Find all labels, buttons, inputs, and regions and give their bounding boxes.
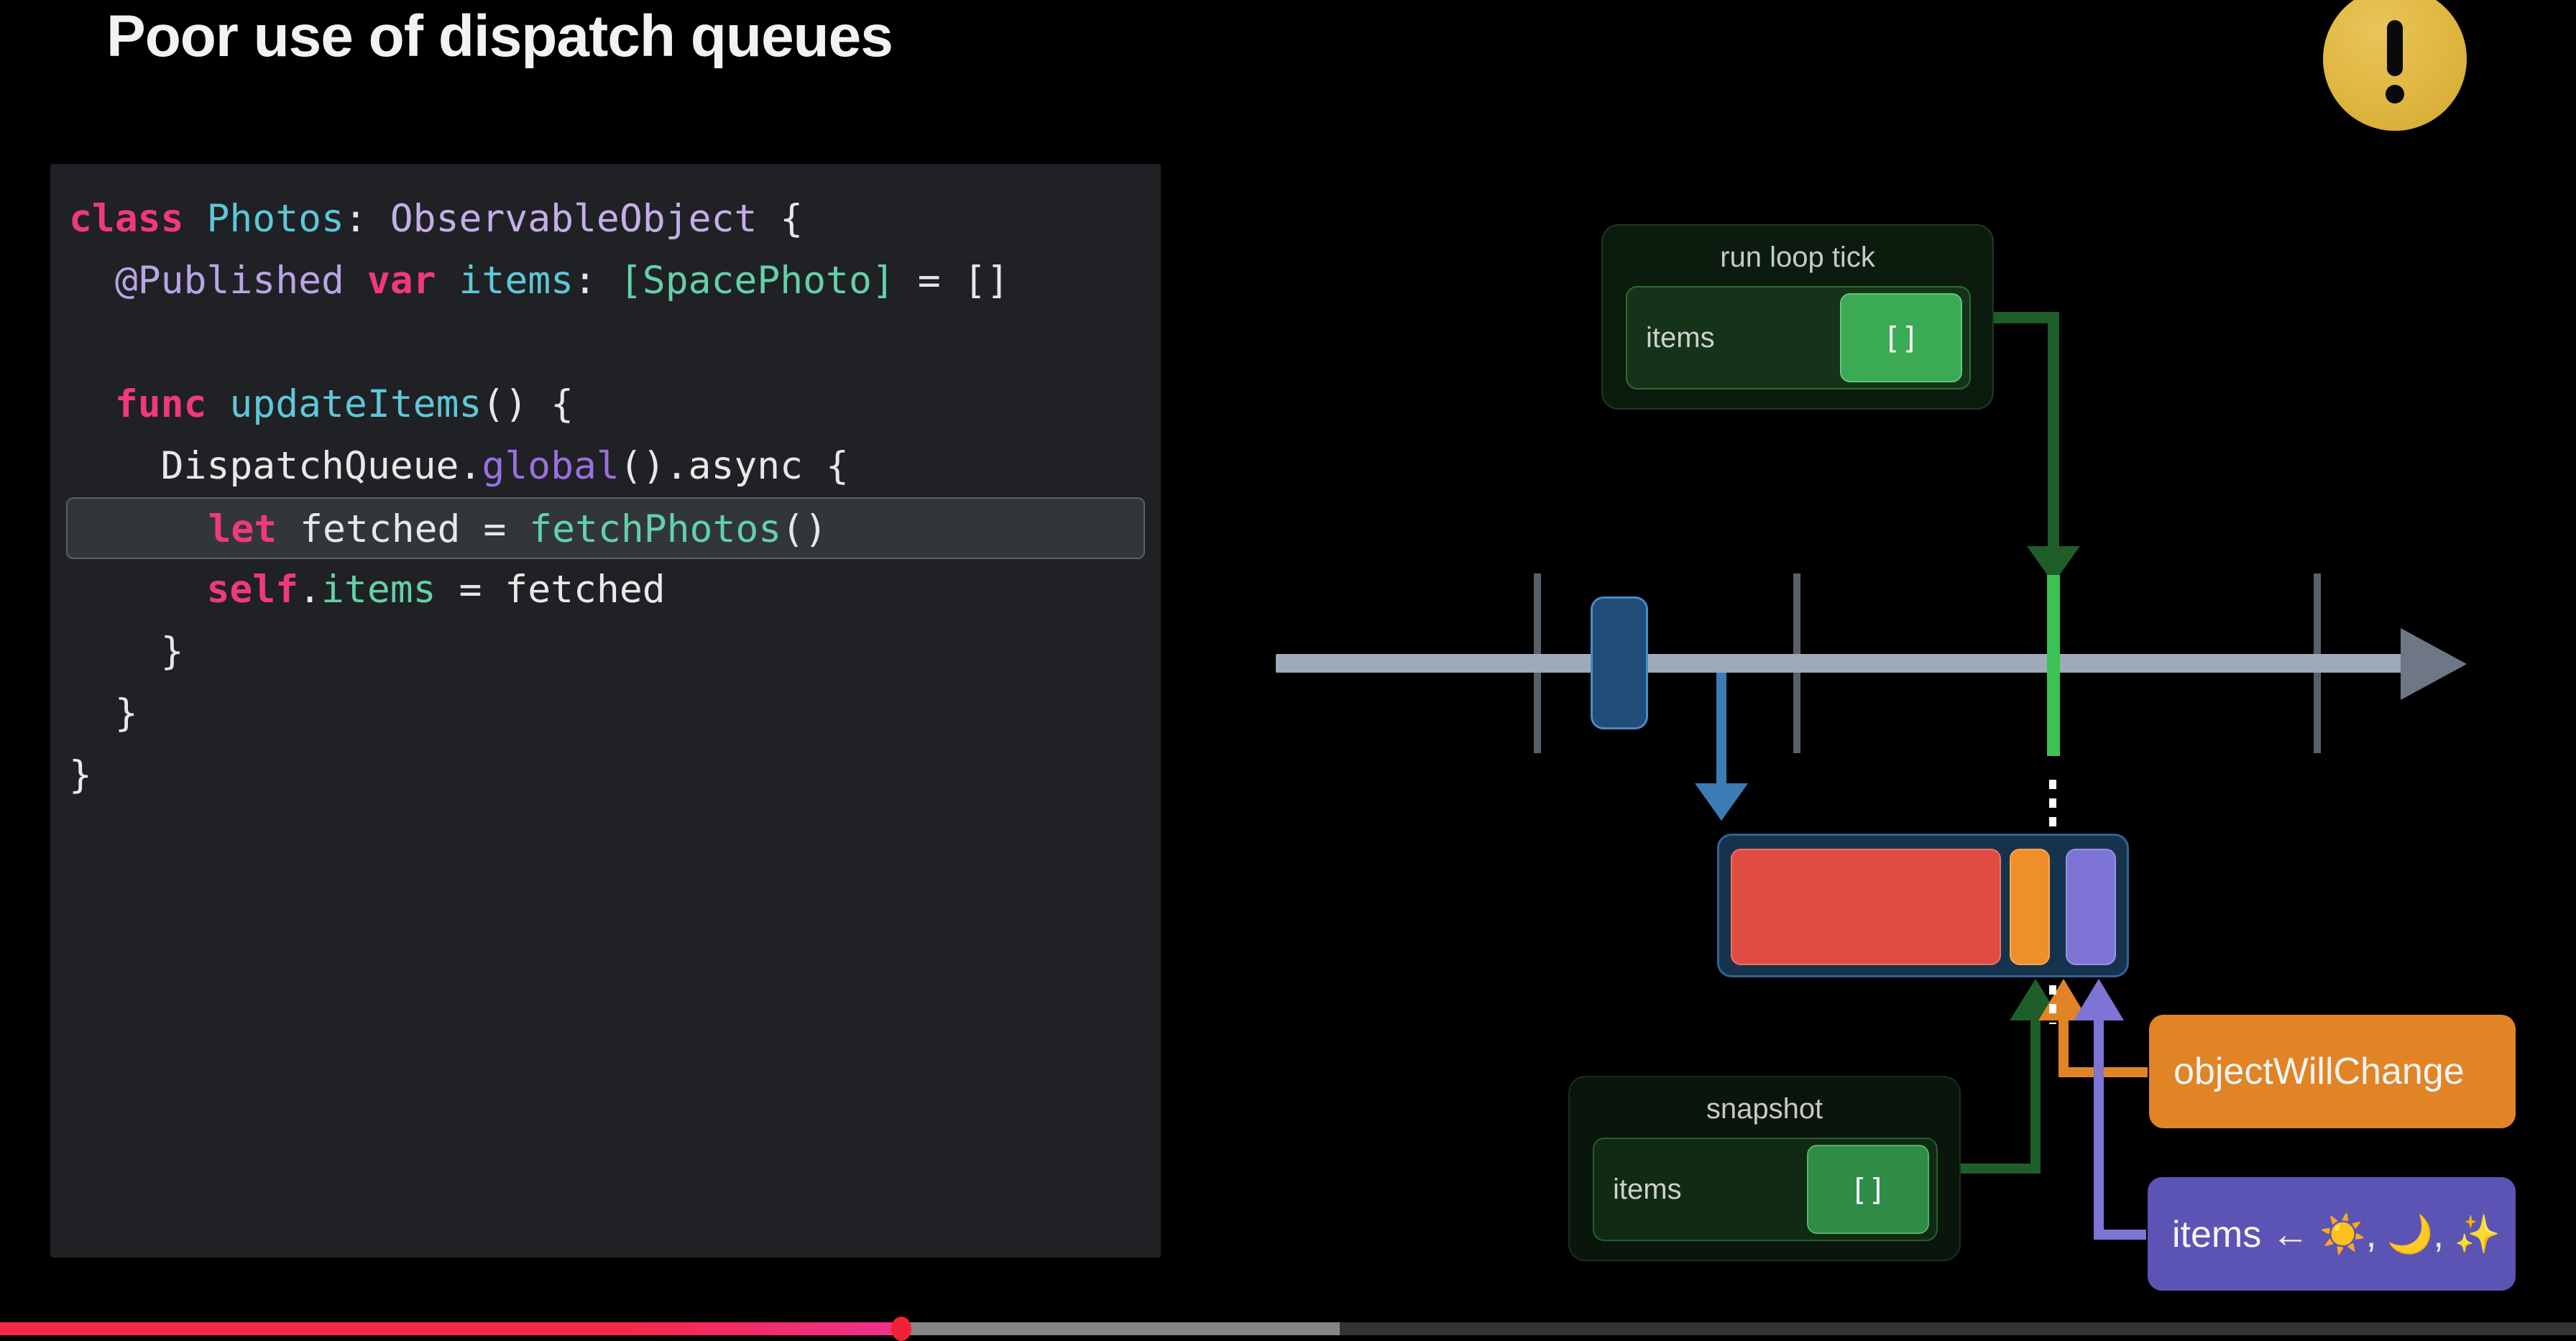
code-line: } [50,683,1161,745]
exclamation-dot [2386,85,2404,103]
code-token: } [69,691,138,735]
work-block-object-will-change [2010,849,2050,965]
code-token: DispatchQueue. [69,444,482,488]
code-token: updateItems [229,382,482,426]
work-block-items-assign [2066,849,2116,965]
code-token: : [344,197,390,241]
code-token: = [] [894,259,1010,303]
code-token: [SpacePhoto] [619,259,895,303]
code-line: let fetched = fetchPhotos() [66,497,1145,559]
work-blocks-container [1717,834,2129,977]
warning-exclamation-icon [2323,0,2467,131]
run-loop-tick-title: run loop tick [1720,241,1875,273]
run-loop-tick-card: run loop tick items [] [1601,224,1994,410]
code-token: @Published [114,259,344,303]
snapshot-title: snapshot [1706,1093,1823,1125]
timeline-axis [1276,654,2419,673]
code-token: Photos [206,197,344,241]
run-loop-tick-row: items [] [1626,286,1971,390]
scrubber-handle[interactable] [891,1317,912,1341]
code-token: var [367,259,436,303]
code-token: self [206,568,299,612]
run-loop-tick-key: items [1646,321,1715,354]
code-line: func updateItems() { [50,374,1161,436]
snapshot-value: [] [1807,1145,1929,1234]
code-token: fetched = [277,507,530,551]
code-token: items [459,259,574,303]
code-token: let [208,507,277,551]
code-token: ().async { [619,444,849,488]
code-token: global [482,444,620,488]
code-line: DispatchQueue.global().async { [50,436,1161,497]
code-line: } [50,745,1161,806]
code-token: fetchPhotos [529,507,782,551]
snapshot-row: items [] [1593,1138,1938,1241]
code-token: () [781,507,828,551]
page-title: Poor use of dispatch queues [106,4,893,69]
scrubber-played-track[interactable] [0,1322,902,1335]
video-scrubber[interactable] [0,1315,2576,1341]
snapshot-card: snapshot items [] [1568,1076,1961,1261]
run-loop-tick-value: [] [1840,293,1962,382]
code-token: : [574,259,620,303]
timeline-work-marker [1591,596,1648,729]
code-token: class [69,197,184,241]
code-token: { [757,197,804,241]
code-token: . [298,568,322,612]
code-token: } [69,630,184,673]
exclamation-stem [2387,20,2403,76]
code-token: ObservableObject [390,197,758,241]
code-line: class Photos: ObservableObject { [50,188,1161,250]
callout-object-will-change: objectWillChange [2149,1015,2516,1128]
code-line: self.items = fetched [50,559,1161,621]
code-panel: class Photos: ObservableObject { @Publis… [50,164,1161,1258]
timeline-arrowhead-icon [2401,628,2467,700]
code-token: = fetched [436,568,666,612]
code-token: items [321,568,436,612]
callout-items-assignment: items ← ☀️, 🌙, ✨ [2148,1177,2516,1291]
snapshot-key: items [1613,1173,1682,1205]
code-line: } [50,621,1161,683]
code-token: func [114,382,207,426]
work-block-fetch [1731,849,2001,965]
code-listing: class Photos: ObservableObject { @Publis… [50,188,1161,806]
code-token: () { [482,382,574,426]
code-token: } [69,753,92,797]
run-loop-tick-marker [2047,575,2060,756]
code-line: @Published var items: [SpacePhoto] = [] [50,250,1161,312]
